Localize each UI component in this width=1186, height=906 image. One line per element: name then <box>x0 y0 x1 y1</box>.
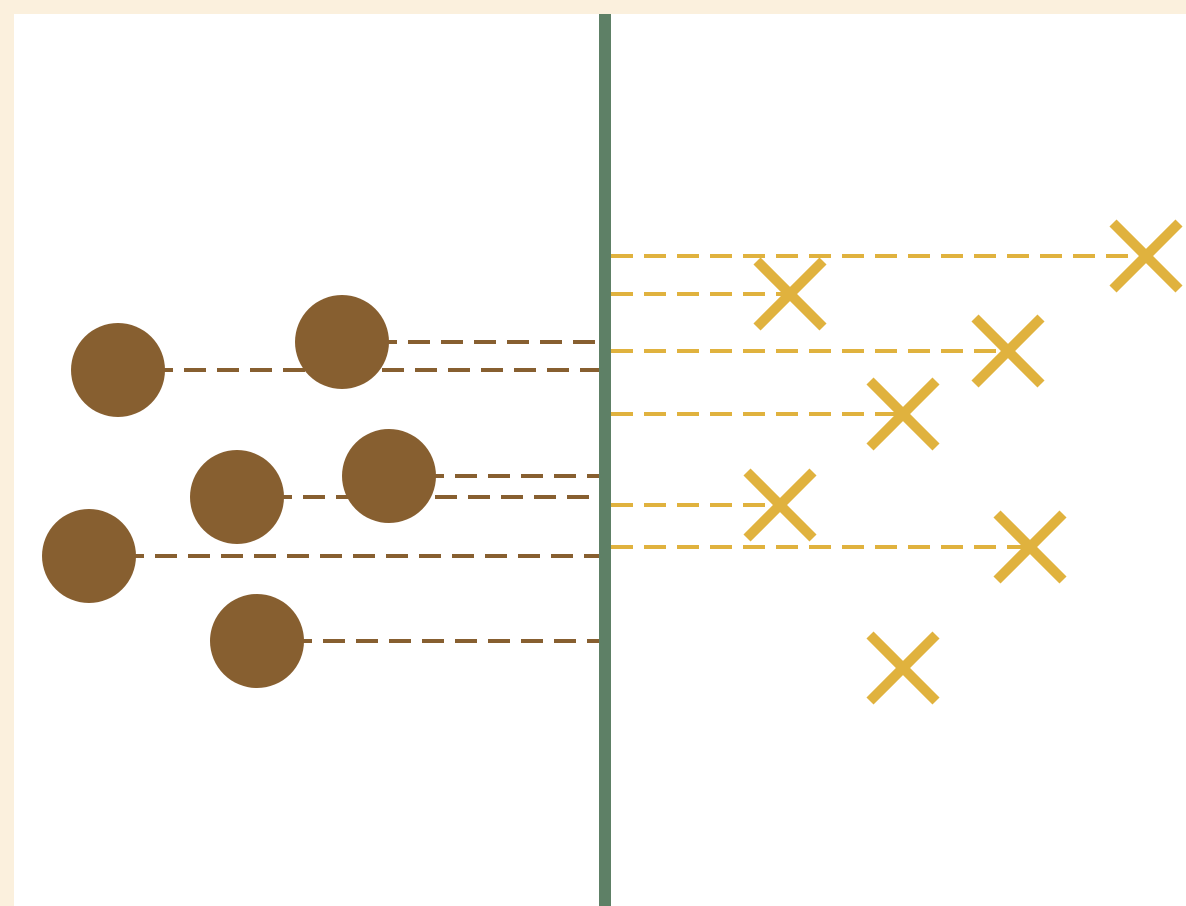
cross-marker <box>993 510 1067 584</box>
cross-stroke <box>971 314 1045 388</box>
circle-marker <box>71 323 165 417</box>
cross-marker <box>753 257 827 331</box>
decision-boundary <box>599 14 611 906</box>
circle-marker <box>210 594 304 688</box>
cross-stroke <box>866 377 940 451</box>
cross-stroke <box>753 257 827 331</box>
cross-marker <box>1109 219 1183 293</box>
circle-marker <box>342 429 436 523</box>
cross-marker <box>743 468 817 542</box>
circle-marker <box>190 450 284 544</box>
cross-marker <box>866 377 940 451</box>
projection-lines <box>89 254 1146 643</box>
data-points <box>42 219 1183 705</box>
circle-marker <box>295 295 389 389</box>
cross-stroke <box>743 468 817 542</box>
cross-marker <box>971 314 1045 388</box>
cross-stroke <box>993 510 1067 584</box>
cross-marker <box>866 631 940 705</box>
circle-marker <box>42 509 136 603</box>
cross-stroke <box>1109 219 1183 293</box>
cross-stroke <box>866 631 940 705</box>
